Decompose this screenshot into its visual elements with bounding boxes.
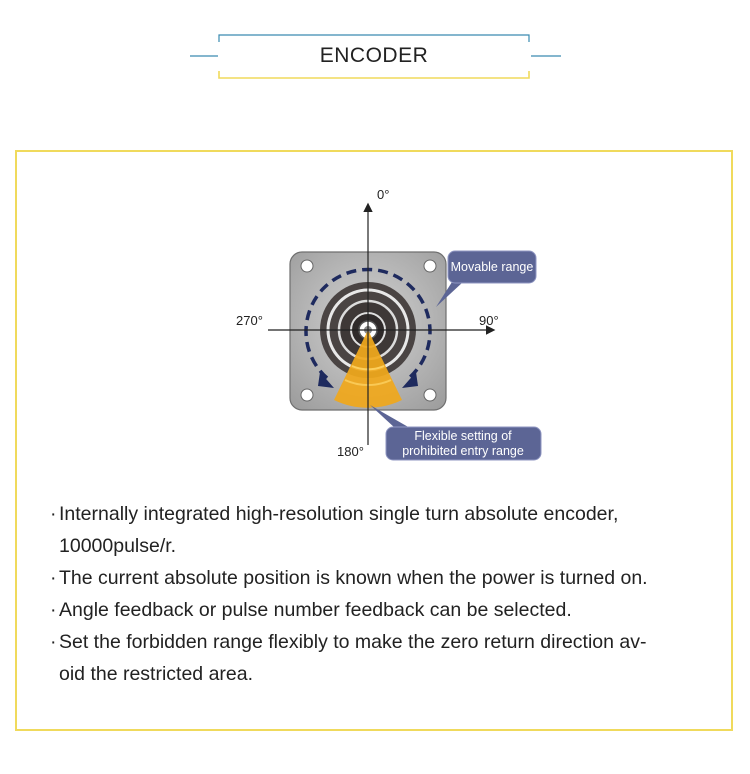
angle-label-270: 270° [236, 313, 263, 328]
callout-movable [447, 250, 537, 284]
mount-hole-top-left [300, 259, 314, 273]
feature-item-absolute-position: · The current absolute position is known… [50, 562, 710, 594]
feature-item-resolution: · Internally integrated high-resolution … [50, 498, 710, 562]
feature-list: · Internally integrated high-resolution … [50, 498, 710, 690]
header-top-bracket [218, 34, 530, 42]
callout-movable-pointer [436, 282, 463, 307]
bullet-dot: · [50, 599, 57, 621]
bullet-dot: · [50, 567, 57, 589]
header-frame [190, 34, 561, 79]
callout-prohibited-text-2: prohibited entry range [402, 444, 524, 458]
feature-text: The current absolute position is known w… [59, 567, 648, 589]
callout-prohibited [385, 426, 542, 461]
mount-hole-bottom-right [423, 388, 437, 402]
feature-text-cont: 10000pulse/r. [59, 535, 177, 557]
bullet-dot: · [50, 503, 57, 525]
encoder-diagram: 0° 90° 180° 270° Movable range Flexible … [236, 187, 542, 461]
movable-arrow-left-head [318, 372, 334, 388]
content-panel [15, 150, 733, 731]
feature-item-forbidden-range: · Set the forbidden range flexibly to ma… [50, 626, 710, 690]
mount-hole-top-right [423, 259, 437, 273]
angle-label-180: 180° [337, 444, 364, 459]
movable-arrow-right-head [402, 372, 418, 388]
header-bottom-bracket [218, 71, 530, 79]
callout-prohibited-pointer [370, 405, 410, 428]
feature-text: Internally integrated high-resolution si… [59, 503, 619, 525]
mount-hole-bottom-left [300, 388, 314, 402]
feature-text: Angle feedback or pulse number feedback … [59, 599, 572, 621]
page-title: ENCODER [319, 44, 429, 67]
section-header: ENCODER [0, 0, 750, 110]
feature-text: Set the forbidden range flexibly to make… [59, 631, 647, 653]
callout-movable-text: Movable range [451, 260, 534, 274]
angle-label-0: 0° [377, 187, 389, 202]
feature-text-cont: oid the restricted area. [59, 663, 254, 685]
callout-prohibited-text-1: Flexible setting of [414, 429, 512, 443]
angle-label-90: 90° [479, 313, 499, 328]
feature-item-feedback: · Angle feedback or pulse number feedbac… [50, 594, 710, 626]
bullet-dot: · [50, 631, 57, 653]
